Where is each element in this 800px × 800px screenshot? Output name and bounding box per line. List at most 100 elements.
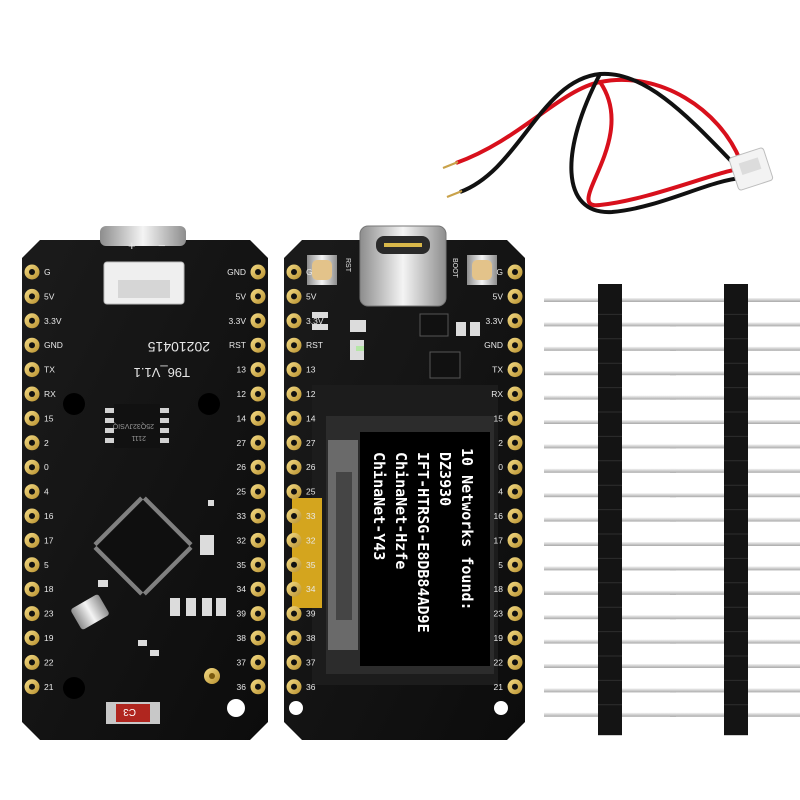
back-right-pin-label: GND [227, 267, 246, 277]
black-wire-loop [569, 73, 743, 215]
back-right-pin-pad-hole [255, 659, 261, 666]
front-left-pin-label: 14 [306, 413, 316, 423]
mount-hole [63, 677, 85, 699]
front-right-pin-pad-hole [512, 391, 518, 397]
back-left-pin-label: 19 [44, 633, 54, 643]
front-left-pin-pad-hole [291, 439, 297, 446]
usb-c-port-back [100, 226, 186, 246]
front-left-pin-label: 39 [306, 609, 316, 619]
back-left-pin-label: 18 [44, 584, 54, 594]
front-right-pin-label: 2 [498, 438, 503, 448]
passive-components [98, 500, 226, 656]
back-right-pin-label: 32 [237, 535, 247, 545]
back-left-pin-pad-hole [29, 439, 35, 446]
front-left-pin-pad-hole [291, 391, 297, 397]
front-right-pin-pad-hole [512, 269, 518, 275]
front-right-pin-pad-hole [512, 439, 518, 446]
back-left-pin-pad-hole [29, 659, 35, 666]
red-wire [455, 77, 742, 165]
front-right-pin-label: RX [491, 389, 503, 399]
mount-hole [63, 393, 85, 415]
back-right-pin-label: 35 [237, 560, 247, 570]
board-front: RST BOOT 10 Networks found: DZ3930 IFT-H… [284, 225, 525, 740]
boot-button-label: BOOT [451, 258, 458, 279]
oled-line-1: 10 Networks found: [458, 448, 476, 611]
front-left-pin-pad-hole [291, 317, 297, 324]
back-right-pin-label: 26 [237, 462, 247, 472]
back-left-pin-label: 21 [44, 682, 54, 692]
oled-flex-hatch [336, 472, 352, 620]
red-wire-loop [586, 80, 746, 208]
front-left-pin-pad-hole [291, 415, 297, 422]
back-left-pin-label: TX [44, 365, 55, 375]
front-left-pin-label: G [306, 267, 313, 277]
jst-cable [442, 71, 774, 215]
back-left-pin-label: 5V [44, 291, 55, 301]
back-left-pin-label: 16 [44, 511, 54, 521]
front-left-pin-pad-hole [291, 513, 297, 519]
back-left-pin-pad-hole [29, 683, 35, 690]
front-left-pin-pad-hole [291, 561, 297, 568]
front-left-pin-pad-hole [291, 342, 297, 349]
front-right-pin-label: G [496, 267, 503, 277]
back-left-pin-pad-hole [29, 342, 35, 349]
boot-button [467, 255, 497, 285]
black-wire-tip [446, 189, 463, 199]
front-left-pin-label: 32 [306, 535, 316, 545]
front-left-pin-label: 26 [306, 462, 316, 472]
pcb-label: T96_V1.1 [134, 365, 190, 380]
front-right-pin-pad-hole [512, 537, 518, 544]
back-left-pin-label: 0 [44, 462, 49, 472]
back-left-pin-pad-hole [29, 317, 35, 324]
front-left-pin-pad-hole [291, 683, 297, 690]
mosfet-chip [429, 351, 461, 379]
jst-connector-slot [738, 157, 762, 175]
usb-c-port-tongue [384, 243, 422, 247]
front-right-pin-pad-hole [512, 561, 518, 568]
back-left-pin-pad-hole [29, 586, 35, 593]
back-left-pin-label: 22 [44, 657, 54, 667]
front-left-pin-pad-hole [291, 659, 297, 666]
front-right-pin-pad-hole [512, 586, 518, 593]
back-left-pin-pad-hole [29, 269, 35, 275]
back-right-pin-pad-hole [255, 513, 261, 519]
front-left-pin-label: 3.3V [306, 316, 324, 326]
rst-button [307, 255, 337, 285]
back-left-pin-pad-hole [29, 391, 35, 397]
board-back: + − T96_V1.1 20210415 25Q32JVSIQ 2111 [22, 226, 268, 740]
front-left-pin-label: 35 [306, 560, 316, 570]
rst-button-label: RST [344, 258, 351, 273]
back-right-pin-pad-hole [255, 683, 261, 690]
back-left-pin-pad-hole [29, 293, 35, 300]
front-left-pin-label: RST [306, 340, 323, 350]
front-right-pin-label: 15 [494, 413, 504, 423]
back-left-pin-label: 15 [44, 413, 54, 423]
back-right-pin-pad-hole [255, 488, 261, 495]
back-right-pin-label: 25 [237, 487, 247, 497]
battery-plus: + [128, 238, 136, 253]
front-right-pin-pad-hole [512, 683, 518, 690]
back-left-pin-pad-hole [29, 635, 35, 641]
back-right-pin-label: 13 [237, 365, 247, 375]
back-right-pin-label: RST [229, 340, 246, 350]
back-right-pin-pad-hole [255, 366, 261, 373]
back-left-pin-pad-hole [29, 488, 35, 495]
front-left-pin-label: 36 [306, 682, 316, 692]
esp32-chip [93, 496, 193, 596]
back-left-pin-label: 17 [44, 535, 54, 545]
antenna-chip-center [116, 704, 150, 722]
front-right-pin-pad-hole [512, 366, 518, 373]
front-right-pin-pad-hole [512, 610, 518, 617]
battery-minus: − [158, 238, 166, 253]
back-right-pin-pad-hole [255, 586, 261, 593]
back-left-pin-label: 2 [44, 438, 49, 448]
back-right-pin-pad-hole [255, 537, 261, 544]
back-right-pin-pad-hole [255, 269, 261, 275]
front-left-pin-pad-hole [291, 586, 297, 593]
red-wire-tip [442, 160, 459, 170]
back-left-pin-pad-hole [29, 464, 35, 471]
back-left-pin-label: 23 [44, 609, 54, 619]
front-left-pin-label: 38 [306, 633, 316, 643]
